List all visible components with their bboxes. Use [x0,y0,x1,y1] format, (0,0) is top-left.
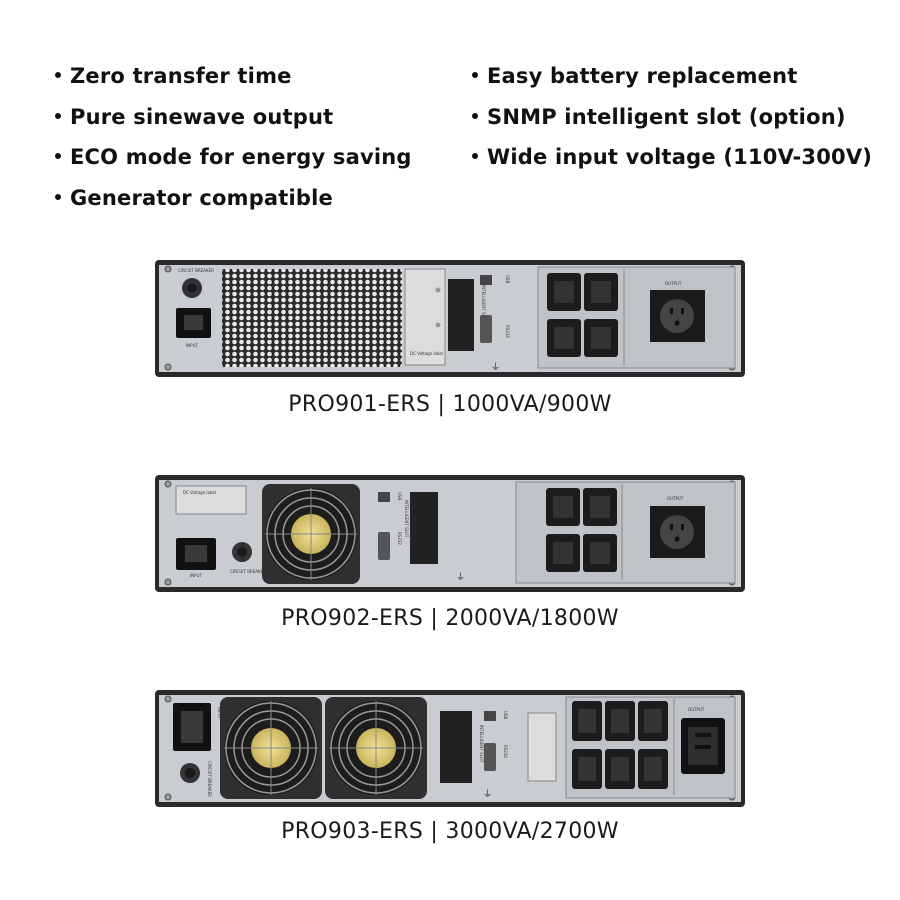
usb-label: USB [505,275,510,283]
feature-list: Zero transfer time Pure sinewave output … [0,56,900,226]
dc-voltage-label: DC Voltage label [183,490,216,495]
rs232-label: RS232 [503,745,508,758]
dc-voltage-label: DC Voltage label [410,351,443,356]
iec-outlet-group [547,273,618,357]
iec-outlet-group [572,701,668,789]
output-label: OUTPUT [667,496,684,501]
feature-item: Easy battery replacement [472,56,872,97]
intelligent-slot [410,492,438,564]
bullet-icon [472,112,478,119]
bullet-icon [55,72,61,78]
circuit-breaker-label: CIRCUIT BREAKER [230,569,266,574]
feature-item: Zero transfer time [55,56,412,97]
ground-icon: ⏚ [491,362,500,373]
rs232-label: RS232 [505,325,510,338]
usb-port [378,492,390,502]
rs232-label: RS232 [397,532,402,545]
output-label: OUTPUT [688,707,705,712]
ups-rear-panel-pro902: DC Voltage label INPUT CIRCUIT BREAKER U… [155,475,745,592]
model-caption: PRO902-ERS | 2000VA/1800W [281,606,619,631]
bullet-icon [55,193,61,200]
usb-port [484,711,496,721]
feature-item: Generator compatible [55,178,412,219]
model-caption: PRO901-ERS | 1000VA/900W [288,392,612,417]
ups-rear-panel-pro903: INPUT CIRCUIT BREAKER INTELLIGENT SLOT U… [155,690,745,807]
intelligent-slot [448,279,474,351]
cooling-fan [325,697,427,799]
bullet-icon [472,72,478,78]
rs232-port [378,532,390,560]
feature-item: ECO mode for energy saving [55,137,412,178]
feature-item: Pure sinewave output [55,97,412,138]
feature-column-left: Zero transfer time Pure sinewave output … [55,56,412,218]
intelligent-slot-label: INTELLIGENT SLOT [404,500,409,538]
output-label: OUTPUT [665,281,682,286]
feature-item: Wide input voltage (110V-300V) [472,137,872,178]
feature-item: SNMP intelligent slot (option) [472,97,872,138]
ground-icon: ⏚ [483,789,492,800]
cooling-fan [262,484,360,584]
iec-outlet-group [546,488,617,572]
ventilation-grille [222,269,402,367]
input-label: INPUT [190,573,203,578]
circuit-breaker-label: CIRCUIT BREAKER [207,761,212,797]
usb-port [480,275,492,285]
rs232-port [484,743,496,771]
usb-label: USB [397,492,402,500]
cooling-fan [220,697,322,799]
ground-icon: ⏚ [456,572,465,583]
model-caption: PRO903-ERS | 3000VA/2700W [281,819,619,844]
input-label: INPUT [217,707,222,720]
bullet-icon [472,153,478,159]
rs232-port [480,315,492,343]
intelligent-slot [440,711,472,783]
bullet-icon [55,112,61,119]
intelligent-slot-label: INTELLIGENT SLOT [481,285,486,323]
circuit-breaker-label: CIRCUIT BREAKER [178,268,214,273]
intelligent-slot-label: INTELLIGENT SLOT [479,725,484,763]
usb-label: USB [503,711,508,719]
input-label: INPUT [186,343,199,348]
ups-rear-panel-pro901: CIRCUIT BREAKER INPUT DC Voltage label I… [155,260,745,377]
feature-column-right: Easy battery replacement SNMP intelligen… [472,56,872,178]
bullet-icon [55,153,61,159]
